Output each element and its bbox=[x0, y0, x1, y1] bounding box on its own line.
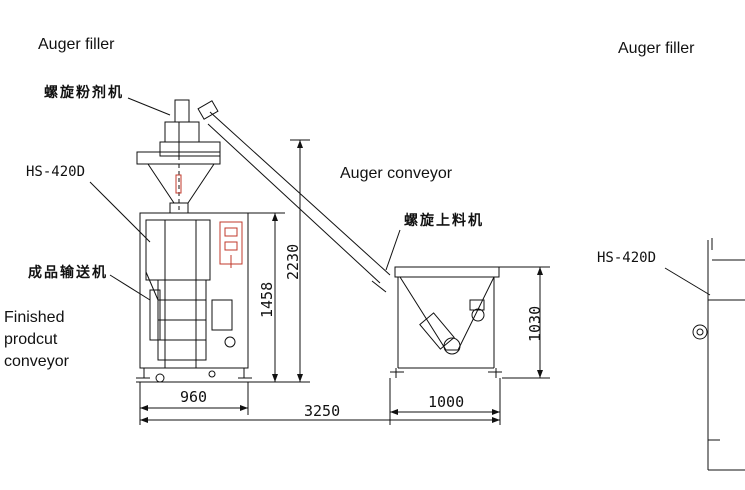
dimension-machine-height: 1458 bbox=[258, 281, 276, 318]
side-box bbox=[211, 299, 233, 331]
finished-conveyor-cn-label: 成品输送机 bbox=[28, 265, 108, 281]
film-former bbox=[145, 219, 211, 281]
dimension-total-length: 3250 bbox=[304, 402, 341, 420]
conveyor-hopper-top bbox=[394, 266, 500, 278]
conveyor-motor bbox=[443, 337, 461, 355]
auger-motor bbox=[174, 99, 190, 123]
finished-conveyor-label-line2: prodcut bbox=[4, 331, 58, 348]
dimension-machine-width: 960 bbox=[180, 388, 208, 406]
model-label-right: HS-420D bbox=[597, 250, 657, 266]
machine-body bbox=[139, 212, 249, 369]
motor-housing bbox=[164, 121, 200, 143]
finished-conveyor-label-line1: Finished bbox=[4, 309, 65, 326]
auger-filler-label-right: Auger filler bbox=[618, 40, 695, 57]
dimension-conveyor-width: 1000 bbox=[428, 393, 465, 411]
finished-conveyor-label-line3: conveyor bbox=[4, 353, 69, 370]
outlet-chute bbox=[149, 289, 161, 341]
auger-conveyor-label: Auger conveyor bbox=[340, 165, 453, 182]
right-roller bbox=[692, 324, 708, 340]
auger-screw-marker bbox=[175, 174, 182, 194]
dimension-total-height: 2230 bbox=[284, 243, 302, 280]
auger-filler-label-left: Auger filler bbox=[38, 36, 115, 53]
filler-head bbox=[159, 141, 221, 157]
conveyor-tube-bottom bbox=[207, 123, 381, 284]
auger-filler-cn-label: 螺旋粉剂机 bbox=[44, 85, 124, 101]
auger-conveyor-cn-label: 螺旋上料机 bbox=[404, 213, 484, 229]
conveyor-hopper bbox=[399, 276, 495, 351]
model-label-left: HS-420D bbox=[26, 164, 86, 180]
dimension-conveyor-height: 1030 bbox=[526, 305, 544, 342]
